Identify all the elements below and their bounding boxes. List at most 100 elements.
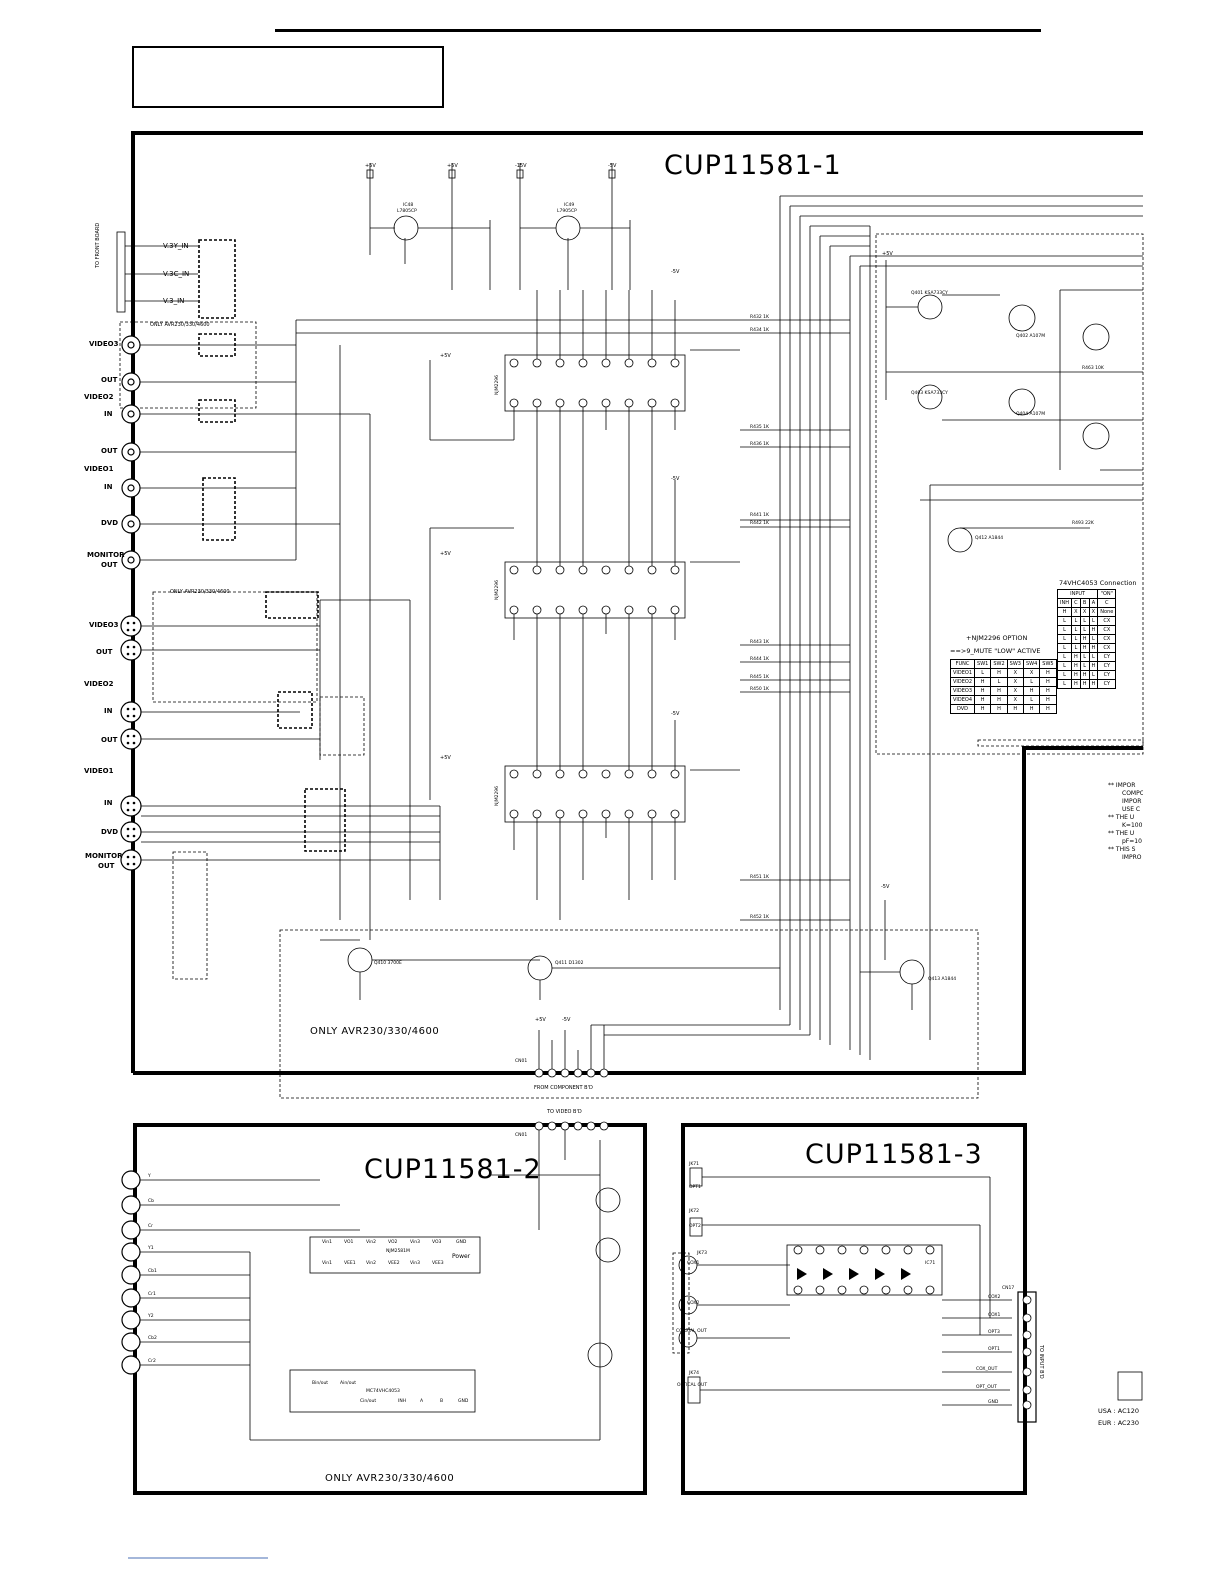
panel3-pin-label: COX2 <box>988 1295 1001 1300</box>
option-cell: H <box>974 677 992 687</box>
panel2-ic-pin: VEE3 <box>432 1261 444 1266</box>
option-cell: H <box>1039 668 1057 678</box>
connection-cell: CX <box>1097 625 1117 635</box>
cn-label: CN17 <box>1002 1286 1015 1291</box>
panel2-jack-label: Cb2 <box>148 1336 157 1341</box>
connection-cell: L <box>1057 643 1072 653</box>
jack-label-video2-lower: VIDEO2 <box>84 680 114 688</box>
transistor-label: Q402 A107M <box>1016 334 1046 339</box>
front-input-y: V.3Y_IN <box>163 242 189 250</box>
connection-cell: L <box>1079 652 1090 662</box>
resistor-label: R436 1K <box>750 442 769 447</box>
resistor-label: R452 1K <box>750 915 769 920</box>
to-front-board-label: TO FRONT BOARD <box>95 222 101 268</box>
panel2-ic-pin: VEE2 <box>388 1261 400 1266</box>
supply-label: -5V <box>881 884 890 890</box>
jack-label-monitor-lower: MONITOR <box>85 852 123 860</box>
connection-cell: CX <box>1097 643 1117 653</box>
connection-header-cell: A <box>1088 598 1099 608</box>
transistor-label: Q413 A1844 <box>928 977 957 982</box>
jack-label-monitor-out-lower: OUT <box>98 862 115 870</box>
resistor-label: R435 1K <box>750 425 769 430</box>
resistor-label: R444 1K <box>750 657 769 662</box>
cn-label: JK71 <box>689 1162 700 1167</box>
panel2-ic2-label: INH <box>398 1399 407 1404</box>
panel2-ic-pin: VO2 <box>388 1240 398 1245</box>
resistor-label: R451 1K <box>750 875 769 880</box>
panel2-ic-pin: Vin3 <box>410 1240 420 1245</box>
option-cell: H <box>1039 695 1057 705</box>
option-cell: VIDEO1 <box>949 668 976 678</box>
panel2-title: CUP11581-2 <box>364 1154 542 1185</box>
supply-label: +5V <box>440 353 451 359</box>
note-line: COMPO <box>1122 790 1143 797</box>
resistor-label: R434 1K <box>750 328 769 333</box>
note-line: pF=10 <box>1122 838 1142 845</box>
note-line: K=100 <box>1122 822 1143 829</box>
option-cell: H <box>974 686 992 696</box>
panel2-jack-label: Y1 <box>148 1246 154 1251</box>
option-cell: H <box>990 695 1008 705</box>
to-input-label: TO INPUT B'D <box>1038 1345 1044 1379</box>
panel3-jack-label: COX2 <box>687 1301 700 1306</box>
option-header-cell: SW1 <box>974 659 992 669</box>
connection-cell: H <box>1079 643 1090 653</box>
jack-label-dvd-upper: DVD <box>101 519 119 527</box>
notes-block: ** IMPOR COMPO IMPOR USE C ** THE U K=10… <box>1108 782 1143 872</box>
only-avr-mid-label: ONLY AVR230/330/4600 <box>170 589 230 595</box>
panel2-ic2-label: Bin/out <box>312 1381 329 1386</box>
cn-label: JK72 <box>689 1209 700 1214</box>
option-cell: X <box>1006 695 1024 705</box>
connection-cell: L <box>1088 670 1099 680</box>
supply-label: -5V <box>562 1017 571 1023</box>
from-component-label: FROM COMPONENT B'D <box>534 1085 593 1091</box>
connection-cell: L <box>1070 625 1081 635</box>
connection-group-row: INPUT "ON" <box>1057 589 1117 599</box>
option-cell: X <box>1006 677 1024 687</box>
panel2-ic2-label: Cin/out <box>360 1399 377 1404</box>
connection-table-title: 74VHC4053 Connection <box>1059 579 1137 587</box>
resistor-label: R443 1K <box>750 640 769 645</box>
panel2-ic-pin: Vin1 <box>322 1240 332 1245</box>
panel3-pin-label: OPT_OUT <box>976 1385 997 1390</box>
jack-label-dvd-lower: DVD <box>101 828 119 836</box>
option-cell: VIDEO4 <box>949 695 976 705</box>
connection-cell: H <box>1070 661 1081 671</box>
option-cell: H <box>1039 677 1057 687</box>
connection-cell: L <box>1057 616 1072 626</box>
connection-cell: L <box>1079 625 1090 635</box>
transistor-label: Q412 A1844 <box>975 536 1004 541</box>
supply-label: +5V <box>365 163 376 169</box>
option-cell: L <box>974 668 992 678</box>
jack-label-out-video2-lower: OUT <box>96 648 113 656</box>
jack-label-video1-lower: VIDEO1 <box>84 767 114 775</box>
panel2-ic-pin: Vin2 <box>366 1240 376 1245</box>
option-cell: H <box>990 668 1008 678</box>
supply-label: +5V <box>535 1017 546 1023</box>
panel3-jack-label: COAXIAL OUT <box>676 1329 707 1334</box>
option-cell: VIDEO3 <box>949 686 976 696</box>
jack-label-out-video1-upper: OUT <box>101 447 118 455</box>
jack-label-in-video1-upper: IN <box>104 483 113 491</box>
option-cell: H <box>990 704 1008 714</box>
connection-header-cell: C <box>1097 598 1117 608</box>
panel3-jack-label: OPT1 <box>689 1185 701 1190</box>
transistor-label: Q401 KSA733CY <box>911 291 948 296</box>
ac-labels: USA : AC120 EUR : AC230 <box>1098 1408 1143 1432</box>
transistor-label: Q411 D1302 <box>555 961 584 966</box>
resistor-label: R432 1K <box>750 315 769 320</box>
panel2-ic2-label: B <box>440 1399 444 1404</box>
connection-cell: CY <box>1097 661 1117 671</box>
connection-header-cell: C <box>1070 598 1081 608</box>
panel3-pin-label: OPT1 <box>988 1347 1000 1352</box>
option-cell: H <box>1039 686 1057 696</box>
